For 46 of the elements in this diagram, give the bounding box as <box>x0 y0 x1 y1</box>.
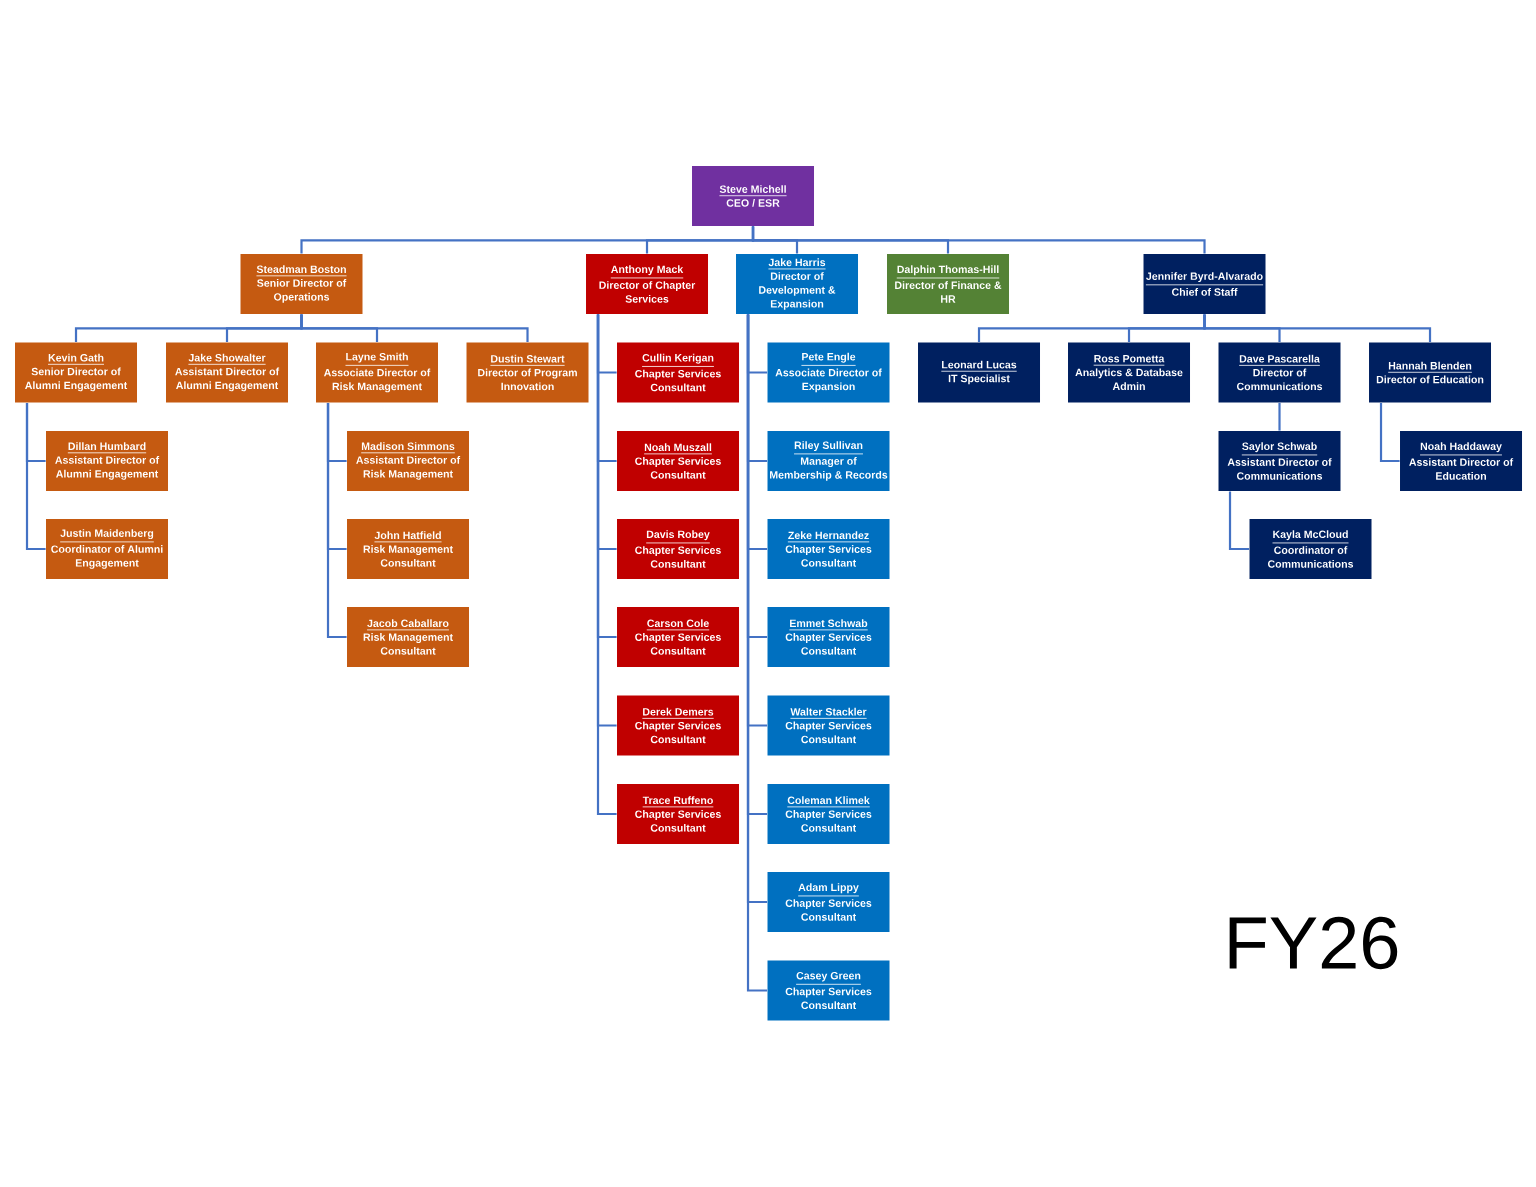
org-box: Jacob Caballaro Risk Management Consultant <box>347 607 469 667</box>
org-box: Dalphin Thomas-Hill Director of Finance & HR <box>887 254 1009 314</box>
org-box: Justin Maidenberg Coordinator of Alumni Engagement <box>46 519 168 579</box>
org-box: Steadman Boston Senior Director of Operations <box>240 254 363 314</box>
org-box: Leonard Lucas IT Specialist <box>918 342 1040 403</box>
connector-line <box>300 314 529 343</box>
connector-line <box>1228 491 1250 551</box>
org-box: Jennifer Byrd-Alvarado Chief of Staff <box>1143 254 1266 314</box>
org-box: Kevin Gath Senior Director of Alumni Engagement <box>15 342 137 403</box>
fiscal-year-label: FY26 <box>1229 916 1398 970</box>
org-box: Anthony Mack Director of Chapter Services <box>586 254 708 314</box>
org-box: Pete Engle Associate Director of Expansion <box>767 342 890 403</box>
connector-line <box>1278 402 1281 431</box>
org-box: Davis Robey Chapter Services Consultant <box>617 519 739 579</box>
org-box: Adam Lippy Chapter Services Consultant <box>767 872 890 932</box>
connector-line <box>326 402 347 639</box>
org-box: Coleman Klimek Chapter Services Consultant <box>767 784 890 844</box>
connector-line <box>1203 314 1432 343</box>
org-box: Cullin Kerigan Chapter Services Consultant <box>617 342 739 403</box>
org-box: Dustin Stewart Director of Program Innovation <box>466 342 589 403</box>
connector-line <box>1379 402 1400 463</box>
org-box: Layne Smith Associate Director of Risk Management <box>316 342 438 403</box>
org-box: Dave Pascarella Director of Communications <box>1218 342 1341 403</box>
org-box: Zeke Hernandez Chapter Services Consultant <box>767 519 890 579</box>
org-box: Derek Demers Chapter Services Consultant <box>617 695 739 756</box>
org-box: John Hatfield Risk Management Consultant <box>347 519 469 579</box>
org-box: Noah Haddaway Assistant Director of Education <box>1400 431 1522 491</box>
org-box: Carson Cole Chapter Services Consultant <box>617 607 739 667</box>
org-box: Jake Harris Director of Development & Expansion <box>736 254 858 314</box>
org-box: Emmet Schwab Chapter Services Consultant <box>767 607 890 667</box>
org-box: Steve Michell CEO / ESR <box>692 166 814 226</box>
org-box: Hannah Blenden Director of Education <box>1369 342 1491 403</box>
org-box: Casey Green Chapter Services Consultant <box>767 960 890 1021</box>
org-box: Walter Stackler Chapter Services Consultant <box>767 695 890 756</box>
org-box: Noah Muszall Chapter Services Consultant <box>617 431 739 491</box>
connector-line <box>596 314 617 816</box>
org-box: Saylor Schwab Assistant Director of Communications <box>1218 431 1341 491</box>
connector-line <box>751 226 1206 254</box>
connector-line <box>25 402 46 551</box>
org-box: Jake Showalter Assistant Director of Alumni Engagement <box>166 342 288 403</box>
org-box: Trace Ruffeno Chapter Services Consultant <box>617 784 739 844</box>
org-box: Dillan Humbard Assistant Director of Alumni Engagement <box>46 431 168 491</box>
org-box: Kayla McCloud Coordinator of Communications <box>1249 519 1372 579</box>
org-box: Ross Pometta Analytics & Database Admin <box>1068 342 1190 403</box>
org-box: Madison Simmons Assistant Director of Risk Management <box>347 431 469 491</box>
org-box: Riley Sullivan Manager of Membership & Records <box>767 431 890 491</box>
